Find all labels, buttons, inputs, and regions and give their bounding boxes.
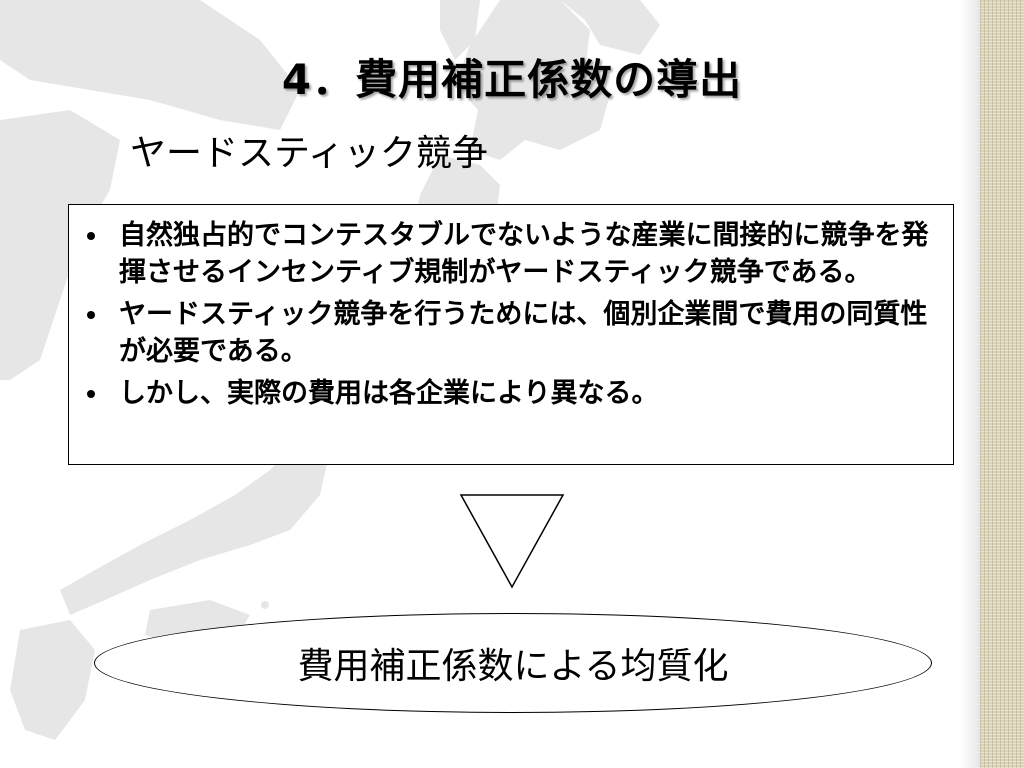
bullet-item: しかし、実際の費用は各企業により異なる。 xyxy=(69,375,933,412)
bullet-list: 自然独占的でコンテスタブルでないような産業に間接的に競争を発揮させるインセンティ… xyxy=(69,217,933,412)
bullet-icon xyxy=(87,232,95,240)
conclusion-text: 費用補正係数による均質化 xyxy=(297,646,729,687)
bullet-text: 自然独占的でコンテスタブルでないような産業に間接的に競争を発揮させるインセンティ… xyxy=(119,220,929,288)
bullet-text: ヤードスティック競争を行うためには、個別企業間で費用の同質性が必要である。 xyxy=(119,299,928,367)
conclusion-oval: 費用補正係数による均質化 xyxy=(94,613,932,713)
decorative-texture-strip xyxy=(980,0,1024,768)
texture-strip-shadow xyxy=(960,0,982,768)
bullet-icon xyxy=(87,311,95,319)
slide-subtitle: ヤードスティック競争 xyxy=(130,133,488,174)
down-triangle-arrow-icon xyxy=(459,494,565,589)
bullet-box: 自然独占的でコンテスタブルでないような産業に間接的に競争を発揮させるインセンティ… xyxy=(68,204,954,465)
bullet-text: しかし、実際の費用は各企業により異なる。 xyxy=(119,378,659,409)
bullet-item: ヤードスティック競争を行うためには、個別企業間で費用の同質性が必要である。 xyxy=(69,296,933,370)
bullet-item: 自然独占的でコンテスタブルでないような産業に間接的に競争を発揮させるインセンティ… xyxy=(69,217,933,291)
bullet-icon xyxy=(87,390,95,398)
slide-title: 4．費用補正係数の導出 xyxy=(281,55,743,104)
